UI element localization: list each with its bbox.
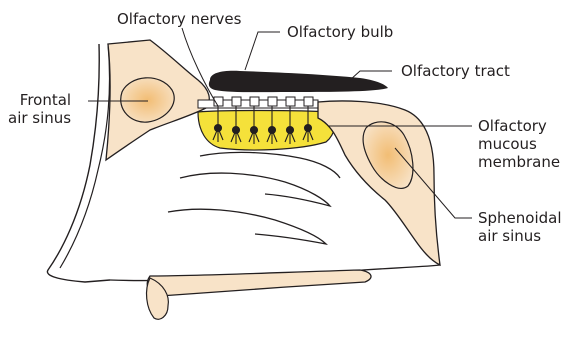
olfactory-bulb-shape bbox=[209, 71, 388, 92]
label-olfactory-bulb: Olfactory bulb bbox=[287, 23, 393, 41]
nose-outline bbox=[47, 44, 110, 282]
label-olfactory-mucous-membrane: Olfactory mucous membrane bbox=[478, 117, 560, 171]
leader-olfactory-bulb bbox=[245, 32, 280, 70]
label-olfactory-nerves: Olfactory nerves bbox=[117, 10, 241, 28]
label-frontal-air-sinus: Frontal air sinus bbox=[8, 91, 71, 127]
middle-concha bbox=[180, 173, 330, 206]
label-sphenoidal-air-sinus: Sphenoidal air sinus bbox=[478, 209, 562, 245]
label-olfactory-tract: Olfactory tract bbox=[401, 62, 510, 80]
superior-concha bbox=[200, 152, 340, 178]
inferior-concha bbox=[168, 209, 326, 244]
hard-palate bbox=[147, 270, 371, 296]
nose-inner-outline bbox=[60, 44, 110, 268]
